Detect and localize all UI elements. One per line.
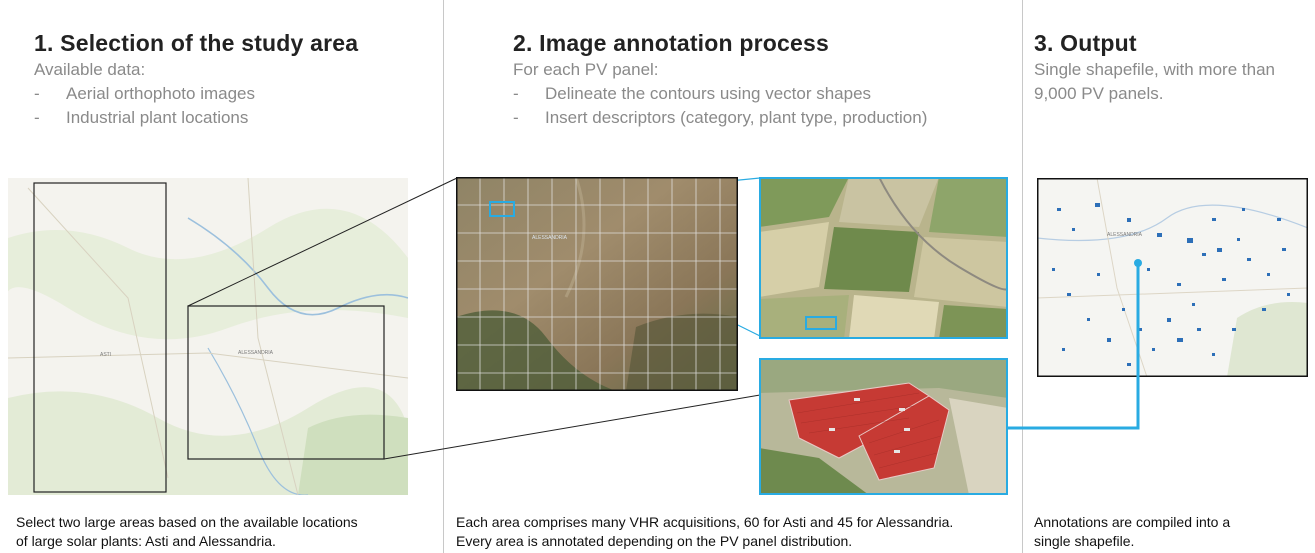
bullet-dash-icon: - [34,108,40,127]
map-label-alessandria: ALESSANDRIA [238,350,274,356]
pv-panel-points [1052,203,1290,366]
alessandria-area-box [187,305,385,460]
section-2-subtitle: For each PV panel: [513,60,659,79]
bullet-dash-icon: - [34,84,40,103]
section-2-bullet: -Delineate the contours using vector sha… [513,82,871,106]
output-shapefile-map: ALESSANDRIA [1037,178,1308,377]
section-2-bullet: -Insert descriptors (category, plant typ… [513,106,927,130]
map-label-alessandria: ALESSANDRIA [532,235,568,241]
section-1-bullet: -Industrial plant locations [34,106,248,130]
section-divider-2 [1022,0,1023,553]
section-2-caption: Each area comprises many VHR acquisition… [456,514,954,549]
section-3-caption: Annotations are compiled into a single s… [1034,514,1231,549]
section-divider-1 [443,0,444,553]
map-label-asti: ASTI [100,352,111,358]
section-1-bullet: -Aerial orthophoto images [34,82,255,106]
asti-area-box [33,182,167,493]
section-3-title: 3. Output [1034,30,1137,56]
section-1-title: 1. Selection of the study area [34,30,359,56]
selected-tile-highlight [489,201,515,217]
section-1-subtitle: Available data: [34,60,146,79]
section-1-caption: Select two large areas based on the avai… [16,514,358,549]
bullet-dash-icon: - [513,108,519,127]
zoomed-tile-image [759,177,1008,339]
section-2-title: 2. Image annotation process [513,30,829,56]
pv-panel-annotation [788,382,950,481]
map-label-alessandria: ALESSANDRIA [1107,232,1143,238]
zoom-target-box [805,316,837,330]
bullet-dash-icon: - [513,84,519,103]
study-area-map: ASTI ALESSANDRIA [8,178,408,495]
annotated-pv-plant-image [759,358,1008,495]
section-3-subtitle: Single shapefile, with more than 9,000 P… [1034,60,1275,103]
aerial-orthophoto-grid: ALESSANDRIA [456,177,738,391]
